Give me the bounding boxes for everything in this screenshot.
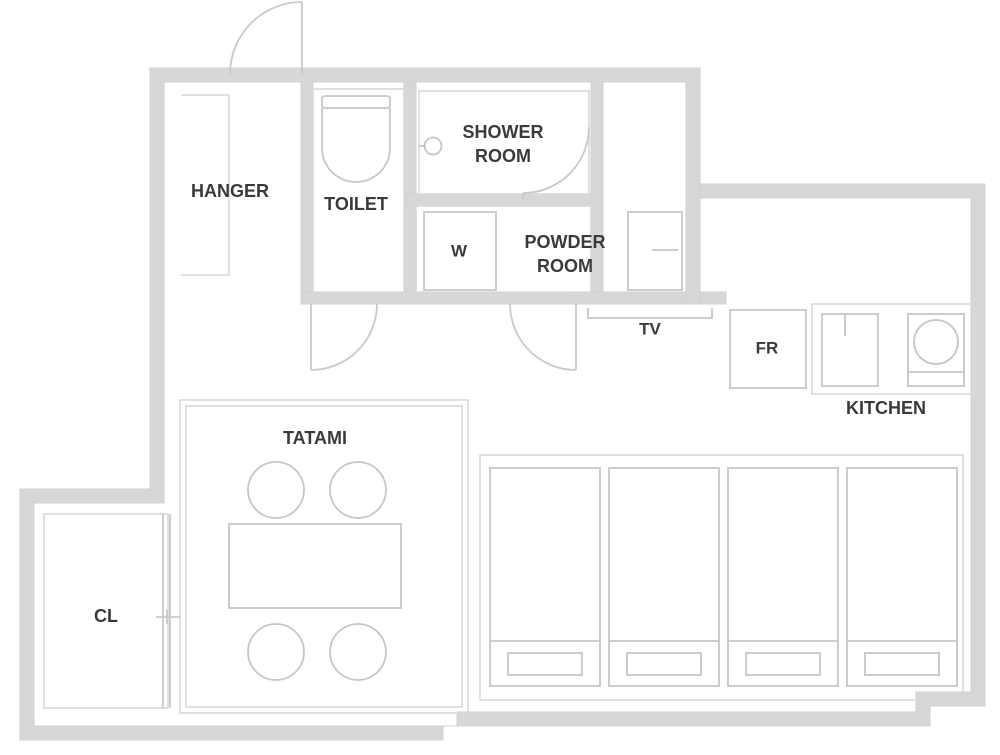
tatami-room-outline-inner	[185, 405, 463, 708]
kitchen-counter-outline	[811, 303, 976, 395]
room-labels: HANGER TOILET SHOWER ROOM POWDER ROOM W …	[94, 122, 926, 626]
entrance-door-arc	[229, 1, 303, 75]
room-outlines	[43, 88, 976, 714]
label-hanger: HANGER	[191, 181, 269, 201]
wall-corridor-bottom	[575, 291, 727, 305]
cushion-fixture	[247, 623, 305, 681]
bed-pillow	[745, 652, 821, 676]
stove-body	[907, 313, 965, 387]
powder-room-outline	[415, 205, 592, 295]
shower-head-icon	[423, 136, 443, 156]
label-washer: W	[451, 241, 468, 260]
tatami-room-outline-outer	[179, 399, 469, 714]
powder-room-door[interactable]	[509, 303, 577, 371]
doors	[156, 1, 591, 708]
shower-room-door[interactable]	[522, 125, 591, 200]
toilet-bowl	[321, 108, 391, 183]
shower-room-door-arc	[522, 126, 590, 194]
bed-pillow	[864, 652, 940, 676]
toilet-room-outline	[312, 88, 405, 297]
cushion-fixture	[329, 461, 387, 519]
sink-fixture	[821, 313, 879, 387]
toilet-fixture	[321, 95, 391, 183]
label-toilet: TOILET	[324, 194, 388, 214]
stove-burner	[913, 319, 959, 365]
sink-basin	[821, 313, 879, 387]
interior-walls	[300, 81, 727, 305]
fridge-fixture	[729, 309, 807, 389]
label-powder-room-line2: ROOM	[537, 256, 593, 276]
bed-mattress	[489, 467, 601, 687]
bed-mattress	[846, 467, 958, 687]
low-table-fixture	[228, 523, 402, 609]
label-fridge: FR	[756, 338, 779, 357]
powder-room-door-arc	[509, 303, 577, 371]
bed-fixture	[608, 467, 720, 687]
closet-outline	[43, 513, 169, 709]
closet-sliding-door[interactable]	[156, 514, 180, 708]
bed-pillow	[626, 652, 702, 676]
vanity-cabinet	[627, 211, 683, 291]
label-closet: CL	[94, 606, 118, 626]
bedroom-floor-outline	[479, 454, 964, 701]
label-shower-room-line1: SHOWER	[463, 122, 544, 142]
washer-fixture	[423, 211, 497, 291]
bed-fixture	[846, 467, 958, 687]
shower-head-fixture	[419, 136, 443, 156]
wall-powder-right-stub	[685, 183, 701, 305]
stove-fixture	[907, 313, 965, 387]
cushion-fixture	[247, 461, 305, 519]
vanity-fixture	[627, 211, 683, 291]
label-tatami: TATAMI	[283, 428, 347, 448]
bed-pillow	[507, 652, 583, 676]
hanger-alcove	[181, 94, 230, 276]
bed-mattress	[608, 467, 720, 687]
bed-fixture	[489, 467, 601, 687]
label-kitchen: KITCHEN	[846, 398, 926, 418]
bed-mattress	[727, 467, 839, 687]
wall-toilet-right	[403, 81, 417, 304]
cushion-fixture	[329, 623, 387, 681]
shower-room-outline	[418, 90, 590, 195]
toilet-tank	[321, 95, 391, 109]
wall-shower-powder-divider	[403, 193, 593, 207]
toilet-door-arc	[310, 303, 378, 371]
wall-toilet-left	[300, 81, 314, 304]
label-tv: TV	[639, 319, 661, 338]
label-powder-room-line1: POWDER	[525, 232, 606, 252]
fixtures	[228, 95, 965, 687]
entrance-door[interactable]	[229, 1, 303, 75]
toilet-door[interactable]	[310, 303, 378, 371]
bed-fixture	[727, 467, 839, 687]
tv-console-fixture	[587, 308, 713, 319]
label-shower-room-line2: ROOM	[475, 146, 531, 166]
